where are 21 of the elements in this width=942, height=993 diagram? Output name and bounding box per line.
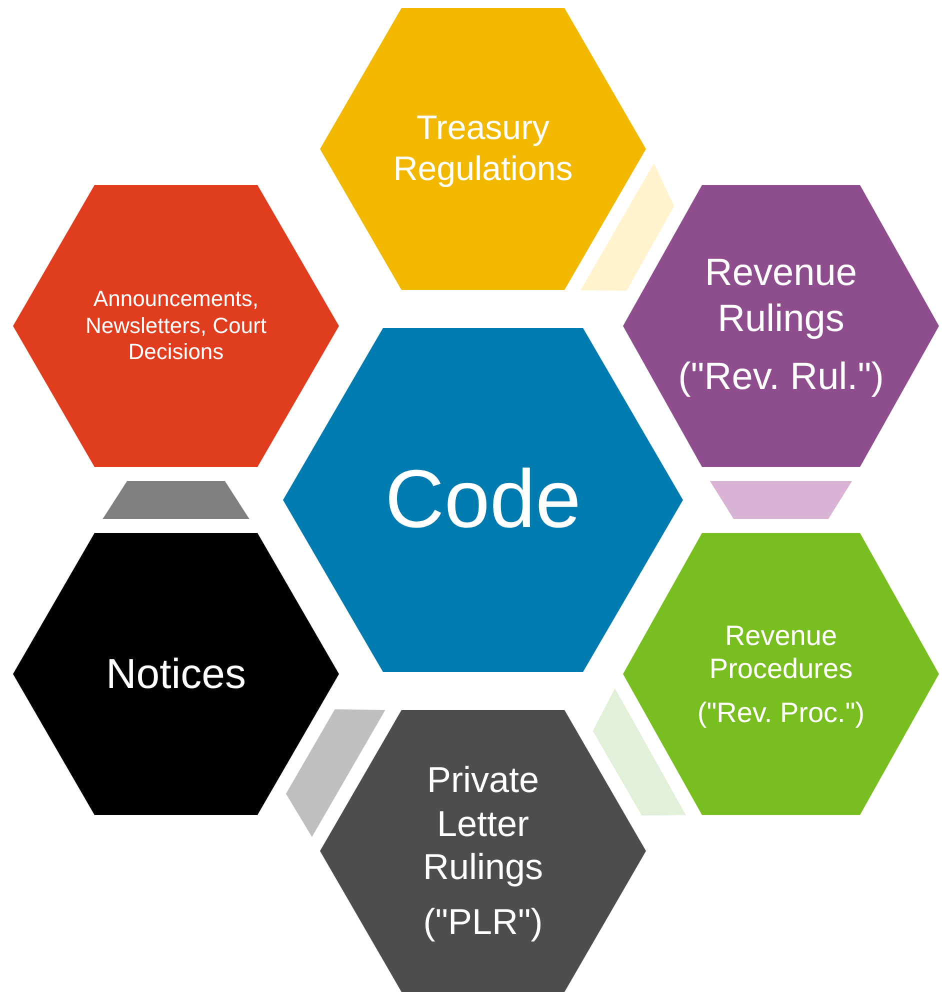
hexagon-label: Treasury Regulations — [392, 108, 574, 190]
connector-band — [710, 481, 852, 519]
hexagon-label: ("PLR") — [423, 900, 543, 944]
hexagon — [13, 533, 339, 815]
hexagon-label: Announcements, Newsletters, Court Decisions — [84, 286, 268, 366]
hexagon-label: Revenue Procedures — [708, 618, 854, 686]
hexagon — [320, 710, 646, 992]
connector-band — [580, 163, 674, 291]
hexagon — [623, 533, 939, 815]
hexagon-label: Code — [384, 452, 582, 547]
hexagon — [623, 185, 939, 467]
hexagon-label: Private Letter Rulings — [422, 758, 544, 888]
connector-band — [102, 481, 250, 519]
hexagon — [13, 185, 339, 467]
hexagon-label: Notices — [106, 648, 246, 699]
connector-band — [286, 709, 386, 837]
hexagon — [320, 8, 646, 290]
connector-band — [592, 688, 686, 816]
hexagon-label: ("Rev. Proc.") — [697, 696, 865, 730]
hexagon-label: ("Rev. Rul.") — [678, 355, 884, 400]
hexagon-label: Revenue Rulings — [704, 250, 858, 342]
